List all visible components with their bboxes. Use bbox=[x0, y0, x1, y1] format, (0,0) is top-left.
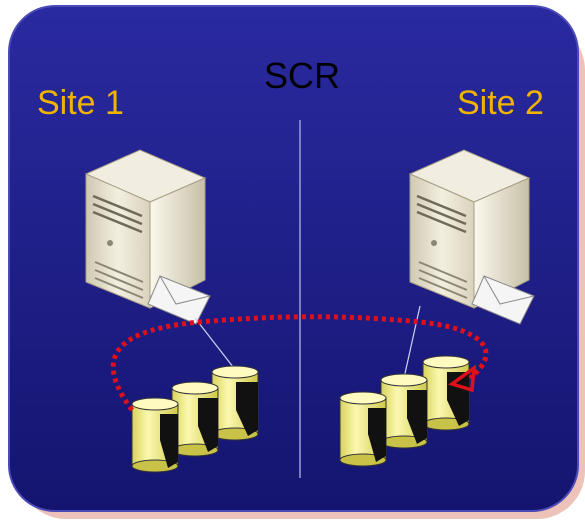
server-db-link bbox=[194, 317, 238, 373]
server-icon bbox=[84, 149, 207, 309]
site-2-label: Site 2 bbox=[457, 84, 544, 122]
envelope-icon bbox=[471, 275, 535, 325]
diagram-title: SCR bbox=[264, 55, 341, 96]
replication-arrow bbox=[110, 314, 489, 412]
site-1-label: Site 1 bbox=[37, 84, 124, 122]
database-icon bbox=[339, 355, 470, 467]
envelope-icon bbox=[147, 275, 211, 325]
server-db-link bbox=[403, 305, 421, 379]
arrowhead-icon bbox=[448, 364, 477, 393]
server-icon bbox=[408, 149, 531, 309]
database-icon bbox=[131, 365, 259, 473]
site-2-group bbox=[339, 149, 535, 467]
site-1-group bbox=[84, 149, 259, 473]
